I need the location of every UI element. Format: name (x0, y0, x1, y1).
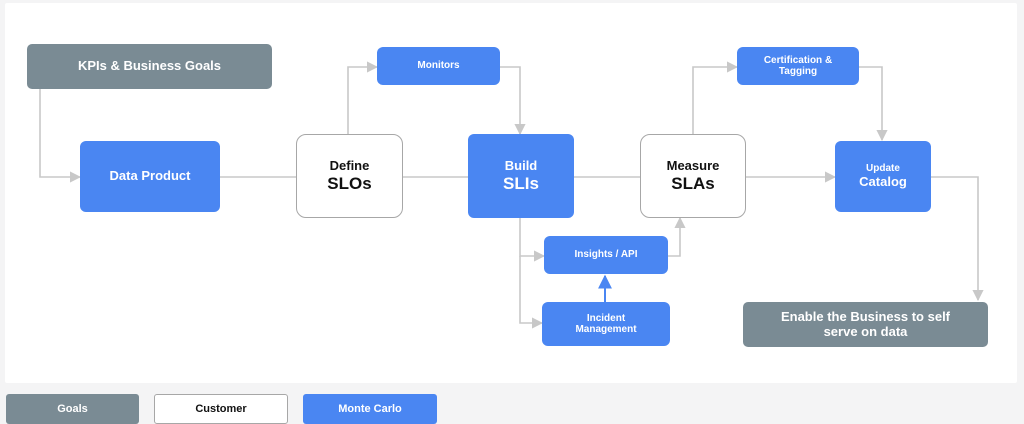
connector-define-to-monitors (347, 61, 379, 134)
node-label-line1: Update (866, 163, 900, 175)
connector-measure-to-certification (692, 61, 739, 134)
kpis-business-goals-node: KPIs & Business Goals (27, 44, 272, 89)
node-label-line2: SLOs (327, 173, 372, 193)
node-label-line2: Catalog (859, 173, 907, 189)
node-label: Monitors (417, 60, 460, 72)
legend-customer: Customer (154, 394, 288, 424)
node-label-line1: Measure (666, 157, 720, 173)
node-label-line1: Enable the Business to self (780, 308, 951, 324)
define-slos-node: Define SLOs (296, 134, 403, 218)
certification-tagging-node: Certification & Tagging (737, 47, 859, 85)
node-label-line2: serve on data (823, 323, 908, 339)
connector-insights-to-measure (668, 216, 686, 257)
node-label-line1: Certification & (763, 54, 833, 66)
enable-business-node: Enable the Business to self serve on dat… (743, 302, 988, 347)
build-slis-node: Build SLIs (468, 134, 574, 218)
node-label-line2: SLAs (671, 173, 715, 193)
node-label-line1: Incident (586, 312, 626, 324)
legend-label: Customer (195, 403, 247, 415)
legend-goals: Goals (6, 394, 139, 424)
connector-build-to-insights (519, 218, 546, 262)
node-label-line1: Define (329, 157, 370, 173)
measure-slas-node: Measure SLAs (640, 134, 746, 218)
insights-api-node: Insights / API (544, 236, 668, 274)
legend-label: Goals (57, 403, 88, 415)
connector-update-to-enable (931, 176, 984, 302)
connector-certification-to-update (859, 66, 888, 142)
monitors-node: Monitors (377, 47, 500, 85)
update-catalog-node: Update Catalog (835, 141, 931, 212)
connector-monitors-to-build (500, 66, 526, 136)
connector-kpis-to-data-product (39, 89, 82, 183)
node-label-line2: SLIs (503, 173, 539, 193)
node-label: Insights / API (574, 249, 638, 261)
node-label: Data Product (109, 168, 191, 184)
connector-build-to-incident (519, 256, 544, 329)
node-label: KPIs & Business Goals (77, 58, 222, 74)
node-label-line2: Management (575, 324, 637, 335)
node-label-line1: Build (504, 157, 538, 173)
legend-label: Monte Carlo (338, 403, 402, 415)
legend-monte-carlo: Monte Carlo (303, 394, 437, 424)
node-label-line2: Tagging (778, 66, 818, 77)
data-product-node: Data Product (80, 141, 220, 212)
incident-management-node: Incident Management (542, 302, 670, 346)
